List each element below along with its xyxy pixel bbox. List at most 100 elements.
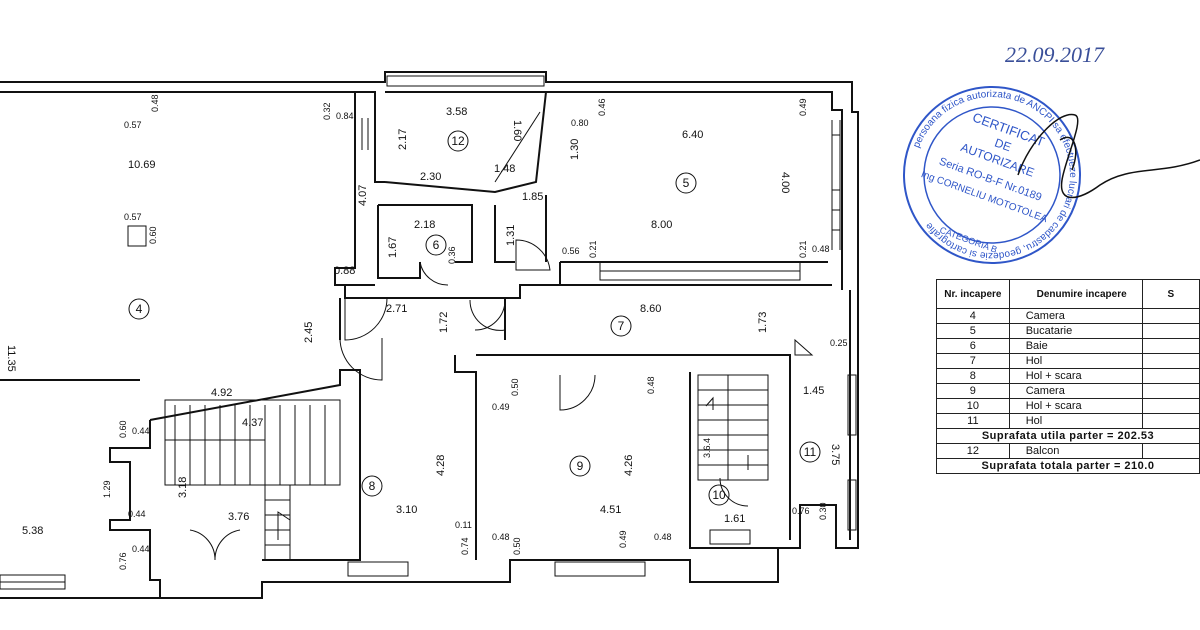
signature: [1017, 113, 1200, 199]
room-8-label: 8: [369, 479, 376, 493]
cell-s: [1141, 368, 1200, 384]
dim: 0.48: [812, 244, 830, 254]
cell-nr: 11: [936, 413, 1010, 429]
cell-s: [1141, 323, 1200, 339]
dim: 2.71: [386, 303, 407, 315]
dim: 4.07: [357, 185, 369, 206]
cell-nr: 5: [936, 323, 1010, 339]
cell-s: [1141, 383, 1200, 399]
cell-name: Camera: [1008, 383, 1143, 399]
room-12-label: 12: [451, 134, 465, 148]
cell-nr: 7: [936, 353, 1010, 369]
handwritten-date: 22.09.2017: [1005, 42, 1105, 67]
room-10-label: 10: [712, 488, 726, 502]
dim: 0.60: [118, 420, 128, 438]
dim: 1.72: [438, 312, 450, 333]
windows: [0, 261, 857, 590]
dim: 0.30: [818, 502, 828, 520]
dim: 0.48: [492, 532, 510, 542]
cell-nr: 12: [936, 443, 1010, 459]
dim: 0.49: [798, 98, 808, 116]
dim: 3.58: [446, 106, 467, 118]
cell-name: Hol: [1008, 353, 1143, 369]
dim: 2.18: [414, 219, 435, 231]
room-7-label: 7: [618, 319, 625, 333]
dim: 0.11: [455, 520, 472, 530]
dim: 1.85: [522, 191, 543, 203]
cell-nr: 6: [936, 338, 1010, 354]
dim: 4.28: [435, 455, 447, 476]
dim: 3.10: [396, 504, 417, 516]
dim: 0.50: [512, 537, 522, 555]
cell-name: Hol + scara: [1008, 398, 1143, 414]
dim: 1.30: [569, 139, 581, 160]
dim: 0.88: [334, 265, 355, 277]
dim: 0.60: [148, 226, 158, 244]
room-11-label: 11: [804, 445, 817, 459]
dim: 3.6.4: [702, 438, 712, 458]
dim: 1.67: [387, 237, 399, 258]
total-area-row: Suprafata totala parter = 210.0: [936, 458, 1200, 474]
dim: 0.44: [132, 426, 150, 436]
room-9-label: 9: [577, 459, 584, 473]
dim: 10.69: [128, 159, 156, 171]
dim: 0.48: [150, 94, 160, 112]
dim: 1.45: [803, 385, 824, 397]
total-area: Suprafata totala parter = 210.0: [936, 458, 1200, 474]
dim: 0.56: [562, 246, 580, 256]
cell-s: [1141, 398, 1200, 414]
dim: 0.49: [492, 402, 510, 412]
dim: 0.80: [571, 118, 589, 128]
interior-walls: [0, 92, 832, 598]
dim: 0.48: [646, 376, 656, 394]
dim: 0.25: [830, 338, 848, 348]
dim: 2.45: [303, 322, 315, 343]
cell-name: Balcon: [1008, 443, 1143, 459]
dimension-labels: 10.69 0.57 0.48 0.32 0.84 3.58 2.17 1.60…: [5, 94, 848, 570]
dim: 5.38: [22, 525, 43, 537]
authorization-stamp: persoana fizica autorizata de ANCPI sa e…: [882, 65, 1103, 286]
dim: 0.44: [132, 544, 150, 554]
dim: 2.30: [420, 171, 441, 183]
cell-nr: 9: [936, 383, 1010, 399]
dim: 4.37: [242, 417, 263, 429]
outer-walls: [0, 71, 859, 599]
dim: 0.57: [124, 120, 142, 130]
dim: 1.48: [494, 163, 515, 175]
room-5-label: 5: [683, 176, 690, 190]
dim: 0.48: [654, 532, 672, 542]
util-area-row: Suprafata utila parter = 202.53: [936, 428, 1200, 444]
cell-name: Hol: [1008, 413, 1143, 429]
dim: 1.61: [724, 513, 745, 525]
dim: 0.76: [118, 552, 128, 570]
stairs-8: [164, 399, 341, 560]
balcony-12: [361, 75, 841, 250]
dim: 8.60: [640, 303, 661, 315]
dim: 2.17: [397, 129, 409, 150]
cell-s: [1141, 338, 1200, 354]
cell-name: Hol + scara: [1008, 368, 1143, 384]
dim: 0.50: [510, 378, 520, 396]
dim: 0.84: [336, 111, 354, 121]
cell-name: Camera: [1008, 308, 1143, 324]
dim: 3.76: [228, 511, 249, 523]
dim: 1.73: [757, 312, 769, 333]
cell-s: [1141, 353, 1200, 369]
dim: 4.51: [600, 504, 621, 516]
dim: 1.31: [505, 225, 517, 246]
cell-s: [1141, 413, 1200, 429]
cell-nr: 10: [936, 398, 1010, 414]
dim: 1.29: [102, 480, 112, 498]
dim: 4.00: [779, 172, 791, 193]
dim: 0.36: [447, 246, 457, 264]
dim: 8.00: [651, 219, 672, 231]
dim: 4.26: [623, 455, 635, 476]
room-labels: 4 5 6 7 8 9 10 11 12: [128, 130, 821, 506]
